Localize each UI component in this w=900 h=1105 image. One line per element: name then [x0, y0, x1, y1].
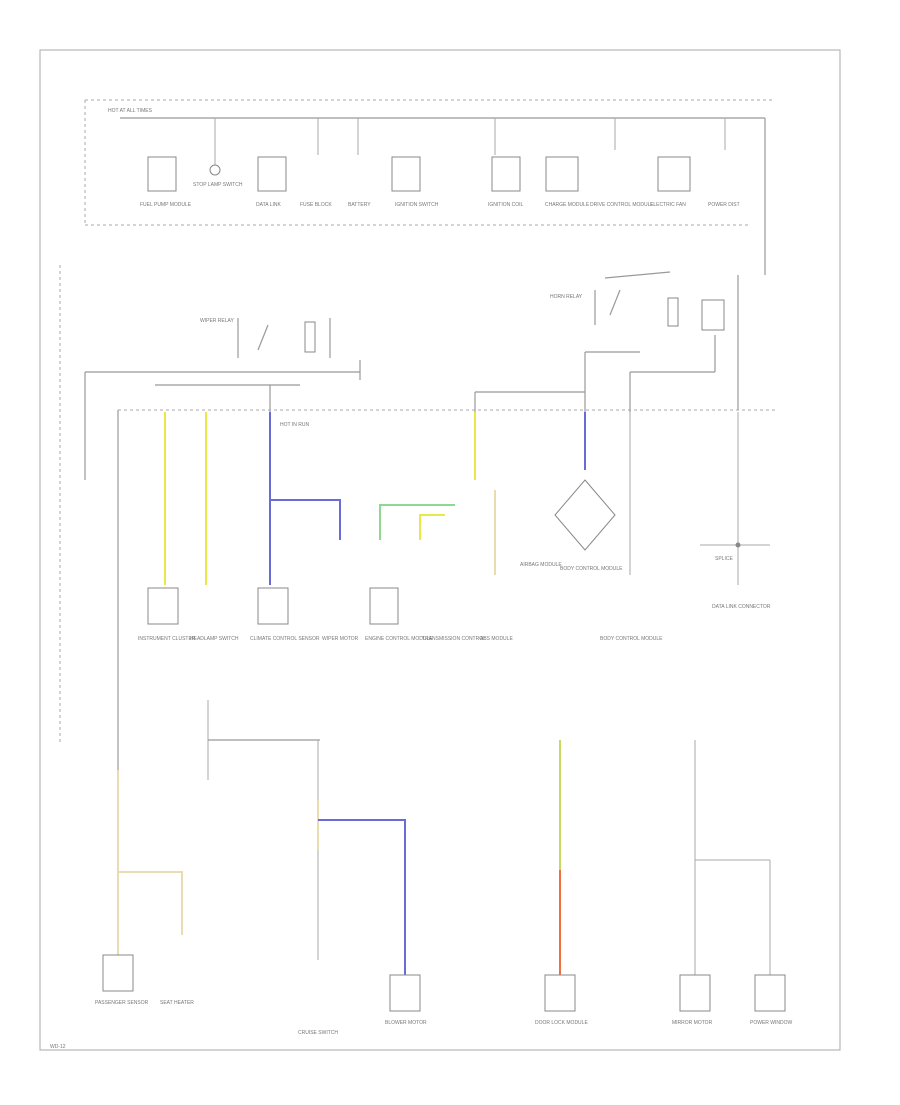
svg-text:MIRROR MOTOR: MIRROR MOTOR	[672, 1020, 713, 1026]
top-bus-label: HOT AT ALL TIMES	[108, 108, 153, 114]
mid-components	[147, 587, 399, 625]
svg-text:IGNITION COIL: IGNITION COIL	[488, 202, 524, 208]
svg-text:STOP LAMP SWITCH: STOP LAMP SWITCH	[193, 182, 243, 188]
svg-text:BODY CONTROL MODULE: BODY CONTROL MODULE	[600, 636, 663, 642]
top-component-box	[545, 156, 579, 192]
bottom-component-box	[544, 974, 576, 1012]
splice-dot	[735, 542, 741, 548]
mid-component-labels: INSTRUMENT CLUSTER HEADLAMP SWITCH CLIMA…	[138, 562, 771, 642]
svg-text:HEADLAMP SWITCH: HEADLAMP SWITCH	[190, 636, 239, 642]
yellow-wire-3	[419, 514, 445, 540]
bottom-component-box	[389, 974, 421, 1012]
svg-text:POWER WINDOW: POWER WINDOW	[750, 1020, 792, 1026]
splice-label: SPLICE	[715, 556, 733, 562]
svg-text:SEAT HEATER: SEAT HEATER	[160, 1000, 194, 1006]
svg-text:BLOWER MOTOR: BLOWER MOTOR	[385, 1020, 427, 1026]
bcm-label: BODY CONTROL MODULE	[560, 566, 623, 572]
bottom-components	[102, 954, 786, 1012]
svg-text:ABS MODULE: ABS MODULE	[480, 636, 513, 642]
top-component-labels: FUEL PUMP MODULE STOP LAMP SWITCH DATA L…	[140, 182, 740, 208]
bottom-component-box	[754, 974, 786, 1012]
svg-text:DRIVE CONTROL MODULE: DRIVE CONTROL MODULE	[590, 202, 654, 208]
horn-relay: HORN RELAY	[550, 271, 725, 331]
svg-text:IGNITION SWITCH: IGNITION SWITCH	[395, 202, 439, 208]
svg-text:CRUISE SWITCH: CRUISE SWITCH	[298, 1030, 338, 1036]
top-row-connections	[214, 118, 726, 165]
footer-label: WD-12	[50, 1044, 66, 1050]
diagram-frame	[39, 49, 841, 1051]
svg-text:ELECTRIC FAN: ELECTRIC FAN	[650, 202, 686, 208]
svg-text:BATTERY: BATTERY	[348, 202, 371, 208]
svg-text:HORN RELAY: HORN RELAY	[550, 294, 583, 300]
svg-text:INSTRUMENT CLUSTER: INSTRUMENT CLUSTER	[138, 636, 196, 642]
top-components	[147, 156, 691, 192]
svg-text:FUSE BLOCK: FUSE BLOCK	[300, 202, 332, 208]
top-component-box	[491, 156, 521, 192]
svg-text:WIPER RELAY: WIPER RELAY	[200, 318, 234, 324]
bottom-component-box	[679, 974, 711, 1012]
svg-text:DOOR LOCK MODULE: DOOR LOCK MODULE	[535, 1020, 588, 1026]
top-splice-icon	[209, 164, 221, 176]
top-component-box	[657, 156, 691, 192]
blue-wire-2	[270, 499, 341, 540]
tan-wire-3	[118, 871, 183, 935]
top-component-box	[147, 156, 177, 192]
blue-wire-4	[318, 819, 406, 975]
mid-bus-label: HOT IN RUN	[280, 422, 309, 428]
svg-text:FUEL PUMP MODULE: FUEL PUMP MODULE	[140, 202, 192, 208]
svg-text:DATA LINK CONNECTOR: DATA LINK CONNECTOR	[712, 604, 771, 610]
svg-text:CLIMATE CONTROL SENSOR: CLIMATE CONTROL SENSOR	[250, 636, 320, 642]
svg-text:POWER DIST: POWER DIST	[708, 202, 740, 208]
top-component-box	[257, 156, 287, 192]
bottom-component-box	[102, 954, 134, 992]
bcm-diamond	[554, 479, 616, 551]
svg-text:AIRBAG MODULE: AIRBAG MODULE	[520, 562, 562, 568]
green-wire	[379, 504, 455, 540]
top-component-box	[391, 156, 421, 192]
wiper-relay: WIPER RELAY	[200, 318, 331, 358]
mid-component-box	[369, 587, 399, 625]
svg-text:DATA LINK: DATA LINK	[256, 202, 281, 208]
mid-component-box	[257, 587, 289, 625]
bottom-component-labels: PASSENGER SENSOR SEAT HEATER CRUISE SWIT…	[95, 1000, 792, 1036]
svg-text:ENGINE CONTROL MODULE: ENGINE CONTROL MODULE	[365, 636, 433, 642]
svg-text:TRANSMISSION CONTROL: TRANSMISSION CONTROL	[422, 636, 486, 642]
svg-text:CHARGE MODULE: CHARGE MODULE	[545, 202, 590, 208]
svg-text:WIPER MOTOR: WIPER MOTOR	[322, 636, 359, 642]
mid-component-box	[147, 587, 179, 625]
svg-text:PASSENGER SENSOR: PASSENGER SENSOR	[95, 1000, 149, 1006]
